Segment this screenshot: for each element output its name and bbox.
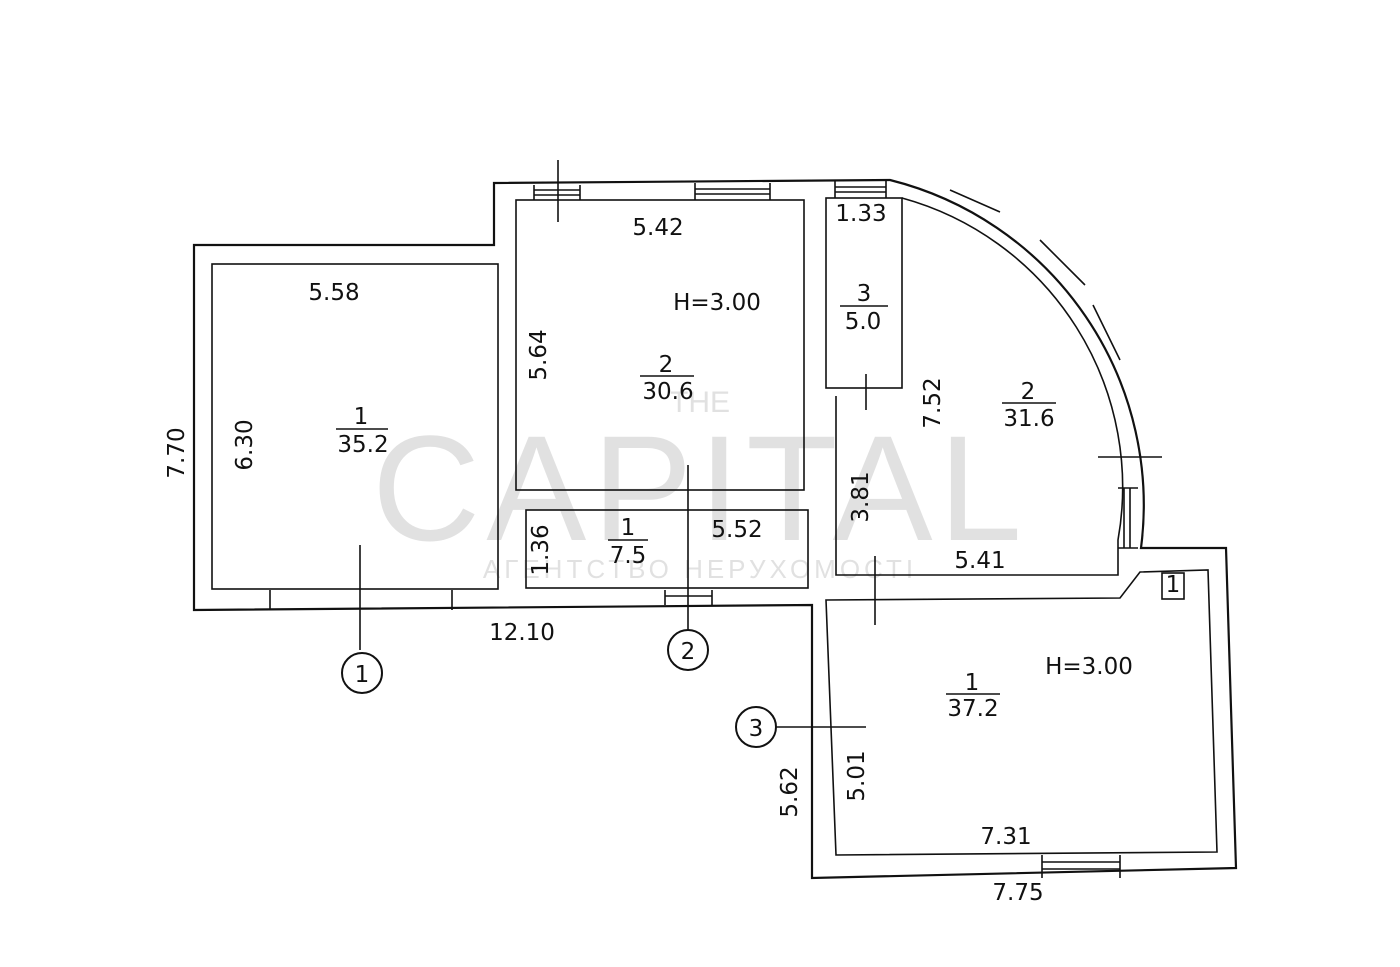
room-label-closet: 3 5.0 [840, 281, 888, 335]
room-area: 37.2 [947, 696, 998, 722]
room-area: 31.6 [1003, 406, 1054, 432]
room-label-bottom: 1 37.2 [946, 670, 1000, 722]
dimension-label: 12.10 [489, 620, 555, 646]
corner-box [1161, 572, 1185, 600]
section-marker-2 [667, 629, 709, 671]
room-area: 35.2 [337, 432, 388, 458]
dimension-label: 1.33 [835, 201, 886, 227]
room-label-left: 1 35.2 [336, 404, 389, 458]
left-room-wall [211, 263, 499, 590]
dimension-label: 3.81 [848, 471, 874, 522]
dimension-label: 1.36 [528, 524, 554, 575]
watermark-top: THE [670, 386, 730, 419]
section-marker-3 [735, 706, 777, 748]
room-area: 5.0 [845, 309, 882, 335]
watermark-sub: АГЕНТСТВО НЕРУХОМОСТІ [483, 554, 917, 584]
room-label-corridor: 1 7.5 [608, 515, 648, 569]
section-markers: 1 2 3 [341, 629, 777, 748]
room-number: 1 [621, 515, 636, 541]
walls: 1 [192, 178, 1238, 880]
dimension-label: 5.01 [844, 750, 870, 801]
closet-wall [825, 197, 903, 389]
corner-symbol: 1 [1166, 572, 1181, 598]
room-area: 30.6 [642, 379, 693, 405]
dimension-label: 7.75 [992, 880, 1043, 906]
section-marker-1 [341, 652, 383, 694]
corridor-wall [525, 509, 809, 589]
watermark: THE CAPITAL АГЕНТСТВО НЕРУХОМОСТІ [372, 386, 1028, 584]
middle-room-wall [515, 199, 805, 491]
outer-wall [192, 178, 1238, 880]
round-room-wall [835, 197, 1124, 576]
ceiling-height-label: H=3.00 [1045, 654, 1133, 680]
room-number: 3 [857, 281, 872, 307]
room-number: 1 [965, 670, 980, 696]
section-lines [359, 160, 1162, 728]
dimension-label: 7.31 [980, 824, 1031, 850]
dimension-label: 7.52 [920, 377, 946, 428]
dimension-label: 5.58 [308, 280, 359, 306]
dimension-label: 5.52 [711, 517, 762, 543]
room-label-middle: 2 30.6 [640, 352, 694, 405]
dimension-label: 7.70 [164, 427, 190, 478]
ceiling-height-label: H=3.00 [673, 290, 761, 316]
dimension-labels: 5.58 5.42 5.52 12.10 1.33 5.41 7.31 7.75… [164, 201, 1044, 906]
room-area: 7.5 [610, 543, 647, 569]
room-labels: 1 35.2 2 30.6 1 7.5 3 5.0 2 31.6 1 37.2 [336, 281, 1056, 722]
dimension-label: 5.64 [526, 329, 552, 380]
room-number: 1 [354, 404, 369, 430]
dimension-label: 6.30 [232, 419, 258, 470]
dimension-label: 5.62 [777, 766, 803, 817]
section-marker-label: 1 [355, 662, 370, 688]
section-marker-label: 3 [749, 716, 764, 742]
dimension-label: 5.42 [632, 215, 683, 241]
dimension-label: 5.41 [954, 548, 1005, 574]
room-label-round: 2 31.6 [1002, 379, 1056, 432]
room-number: 2 [659, 352, 674, 378]
bottom-room-wall [825, 569, 1218, 856]
watermark-main: CAPITAL [372, 404, 1028, 572]
room-number: 2 [1021, 379, 1036, 405]
section-marker-label: 2 [681, 639, 696, 665]
window-marks [269, 181, 1138, 878]
